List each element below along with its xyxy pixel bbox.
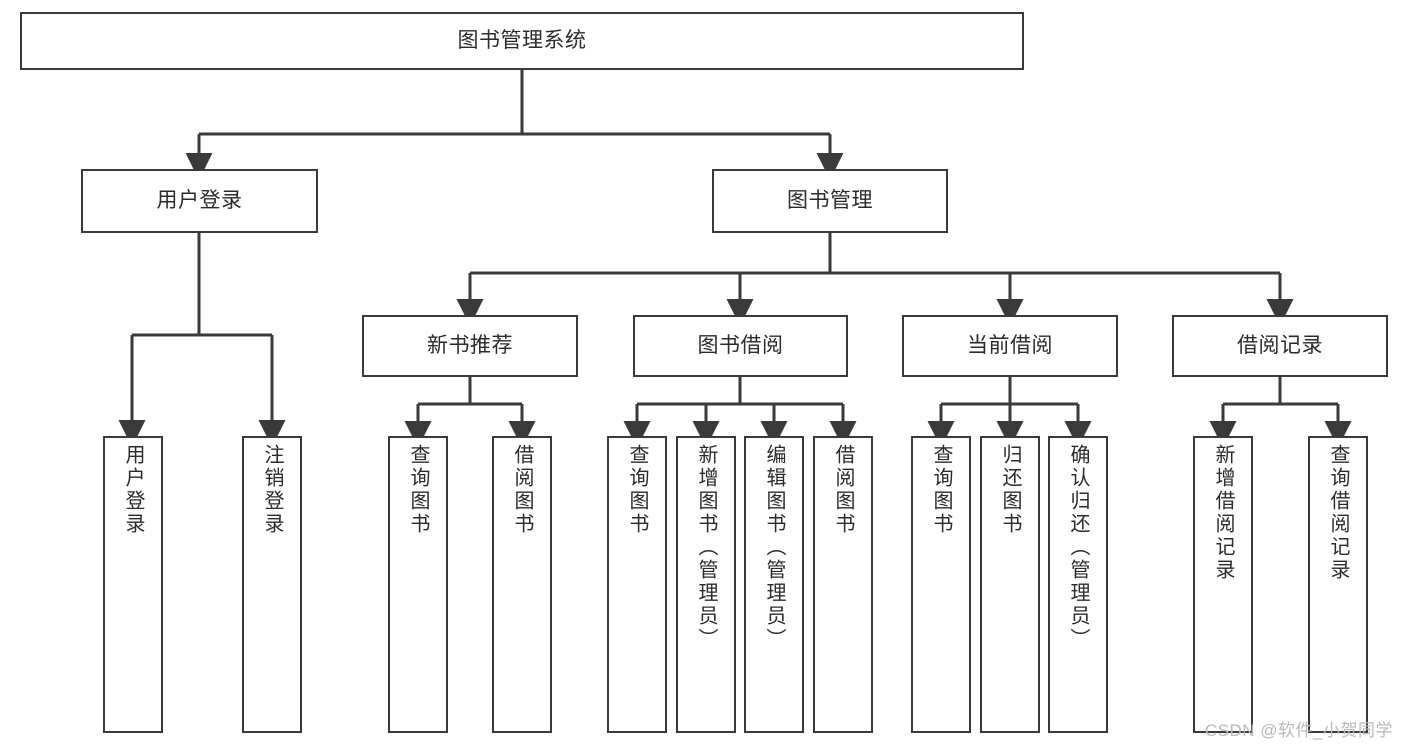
leaf-add-record[interactable]: 新增借阅记录 — [1193, 436, 1253, 733]
node-root-system-label: 图书管理系统 — [457, 28, 587, 52]
node-book-manage[interactable]: 图书管理 — [712, 169, 948, 233]
node-borrow-record[interactable]: 借阅记录 — [1172, 315, 1388, 377]
node-current-borrow[interactable]: 当前借阅 — [902, 315, 1118, 377]
node-book-manage-label: 图书管理 — [787, 188, 873, 212]
node-current-borrow-label: 当前借阅 — [967, 333, 1053, 357]
leaf-confirm-return-label: 确认归还（管理员） — [1067, 444, 1089, 651]
leaf-return-book-label: 归还图书 — [999, 444, 1021, 536]
leaf-user-login-label: 用户登录 — [122, 444, 144, 536]
leaf-query-book-3-label: 查询图书 — [930, 444, 952, 536]
leaf-edit-book[interactable]: 编辑图书（管理员） — [744, 436, 804, 733]
leaf-return-book[interactable]: 归还图书 — [980, 436, 1040, 733]
leaf-borrow-book-2-label: 借阅图书 — [832, 444, 854, 536]
leaf-add-book[interactable]: 新增图书（管理员） — [676, 436, 736, 733]
leaf-user-login[interactable]: 用户登录 — [103, 436, 163, 733]
leaf-logout-login[interactable]: 注销登录 — [242, 436, 302, 733]
leaf-borrow-book-1[interactable]: 借阅图书 — [492, 436, 552, 733]
leaf-confirm-return[interactable]: 确认归还（管理员） — [1048, 436, 1108, 733]
node-book-borrow-label: 图书借阅 — [697, 333, 784, 357]
leaf-edit-book-label: 编辑图书（管理员） — [763, 444, 785, 651]
leaf-query-book-1[interactable]: 查询图书 — [388, 436, 448, 733]
leaf-add-record-label: 新增借阅记录 — [1212, 444, 1234, 582]
node-user-login[interactable]: 用户登录 — [81, 169, 318, 233]
leaf-add-book-label: 新增图书（管理员） — [695, 444, 717, 651]
node-root-system[interactable]: 图书管理系统 — [20, 12, 1024, 70]
node-book-borrow[interactable]: 图书借阅 — [633, 315, 848, 377]
node-new-book-recommend-label: 新书推荐 — [427, 333, 513, 357]
leaf-logout-login-label: 注销登录 — [261, 444, 283, 536]
node-new-book-recommend[interactable]: 新书推荐 — [362, 315, 578, 377]
leaf-query-book-2-label: 查询图书 — [626, 444, 648, 536]
node-borrow-record-label: 借阅记录 — [1237, 333, 1323, 357]
leaf-query-record[interactable]: 查询借阅记录 — [1308, 436, 1368, 733]
leaf-query-book-3[interactable]: 查询图书 — [911, 436, 971, 733]
node-user-login-label: 用户登录 — [156, 188, 243, 212]
leaf-borrow-book-1-label: 借阅图书 — [511, 444, 533, 536]
csdn-watermark: CSDN @软件_小贺同学 — [1204, 721, 1393, 740]
leaf-query-record-label: 查询借阅记录 — [1327, 444, 1349, 582]
leaf-query-book-2[interactable]: 查询图书 — [607, 436, 667, 733]
leaf-borrow-book-2[interactable]: 借阅图书 — [813, 436, 873, 733]
leaf-query-book-1-label: 查询图书 — [407, 444, 429, 536]
